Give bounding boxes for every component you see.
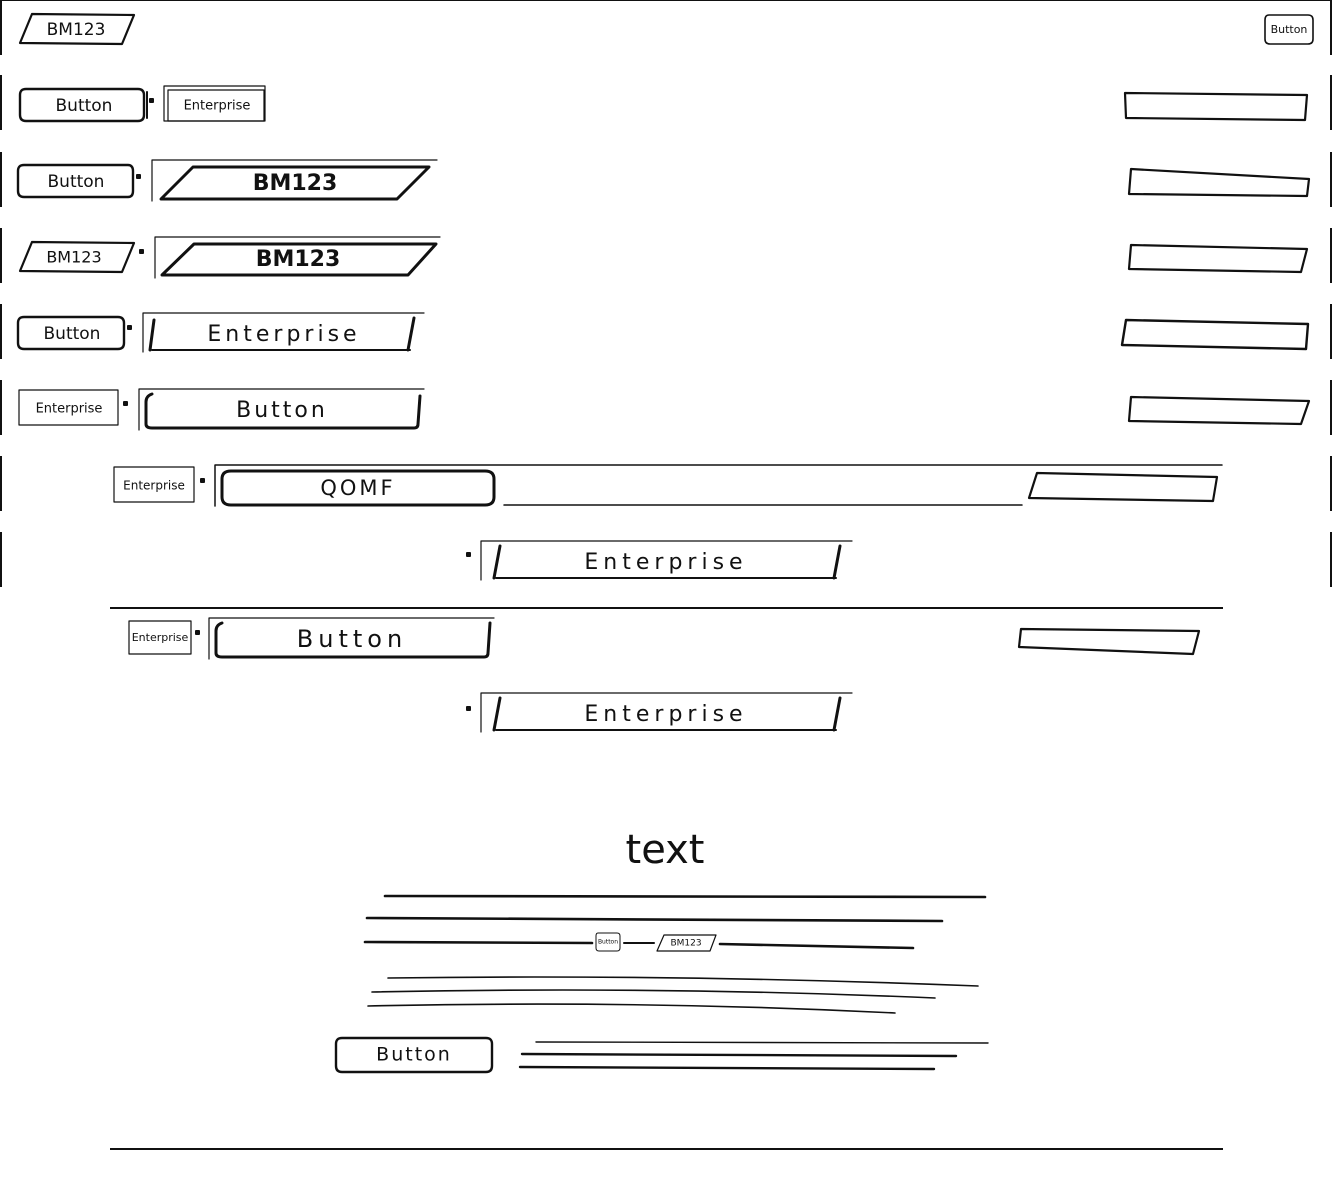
- article-footer-button-label: Button: [376, 1044, 452, 1066]
- text-line: [365, 916, 944, 923]
- text-line: [535, 1041, 989, 1044]
- row-5-button-box[interactable]: Button: [138, 388, 428, 432]
- panel-input[interactable]: [1017, 625, 1201, 656]
- row-edge-left: [0, 75, 2, 130]
- article-inline-button-label: Button: [598, 939, 618, 946]
- panel-bottom-border: [110, 1148, 1223, 1150]
- row-6-qomf-button[interactable]: QOMF: [219, 469, 497, 507]
- row-2-logo-box[interactable]: BM123: [151, 159, 439, 203]
- row-3-big-label: BM123: [256, 247, 341, 272]
- panel-small-label: Enterprise: [132, 631, 189, 644]
- row-edge-right: [1330, 75, 1332, 130]
- row-7-enterprise-box[interactable]: Enterprise: [480, 540, 854, 582]
- article-footer-text-lines: [516, 1036, 996, 1076]
- row-edge-right: [1330, 532, 1332, 587]
- row-1-small-label: Button: [56, 96, 113, 116]
- row-1-enterprise-box[interactable]: Enterprise: [163, 85, 267, 123]
- row-3-small-label: BM123: [46, 248, 101, 267]
- frame-top-border: [0, 0, 1332, 1]
- article-inline-button[interactable]: Button: [595, 932, 621, 952]
- row-edge-left: [0, 456, 2, 511]
- panel-enterprise-small[interactable]: Enterprise: [128, 620, 194, 656]
- row-edge-right: [1330, 380, 1332, 435]
- row-2-input[interactable]: [1127, 167, 1311, 198]
- bullet-dot: [200, 478, 205, 483]
- text-line: [718, 942, 915, 950]
- row-6-container: [214, 464, 1224, 508]
- bullet-dot: [127, 325, 132, 330]
- row-6-input[interactable]: [1027, 471, 1219, 503]
- logo-parallelogram: BM123: [18, 12, 136, 46]
- row-4-enterprise-box[interactable]: Enterprise: [142, 312, 426, 354]
- row-3-logo-box[interactable]: BM123: [154, 236, 442, 280]
- row-edge-right: [1330, 152, 1332, 207]
- bullet-dot: [149, 98, 154, 103]
- header-button-label: Button: [1271, 23, 1308, 36]
- bullet-dot: [123, 401, 128, 406]
- row-5-small-label: Enterprise: [36, 402, 103, 417]
- bullet-dot: [139, 249, 144, 254]
- row-edge-left: [0, 228, 2, 283]
- row-5-input[interactable]: [1127, 395, 1311, 426]
- row-1-input[interactable]: [1122, 91, 1309, 122]
- bullet-dot: [466, 552, 471, 557]
- row-5-big-label: Button: [236, 398, 328, 423]
- logo[interactable]: BM123: [18, 12, 136, 46]
- row-7-big-label: Enterprise: [584, 550, 747, 575]
- bullet-dot: [195, 630, 200, 635]
- row-4-small-button[interactable]: Button: [16, 314, 128, 352]
- article-heading-wrap: text: [560, 826, 770, 876]
- row-1-small-button[interactable]: Button: [18, 86, 148, 124]
- row-edge-right: [1330, 456, 1332, 511]
- panel-button-box[interactable]: Button: [208, 617, 498, 661]
- row-3-small-logo[interactable]: BM123: [18, 240, 136, 274]
- frame-edge-left: [0, 0, 2, 55]
- bullet-dot: [136, 174, 141, 179]
- row-edge-left: [0, 152, 2, 207]
- article-text-lines: [360, 888, 1000, 1028]
- header-button[interactable]: Button: [1263, 13, 1315, 46]
- text-line: [363, 940, 594, 945]
- text-line: [371, 989, 936, 999]
- text-line: [383, 894, 987, 899]
- row-2-small-button[interactable]: Button: [16, 162, 136, 200]
- article-inline-logo[interactable]: BM123: [656, 934, 718, 952]
- row-edge-right: [1330, 304, 1332, 359]
- row-5-enterprise-small[interactable]: Enterprise: [18, 389, 122, 427]
- article-heading: text: [626, 827, 705, 873]
- panel-top-border: [110, 607, 1223, 609]
- row-6-big-label: QOMF: [320, 476, 395, 500]
- panel-second-label: Enterprise: [584, 702, 747, 727]
- frame-edge-right: [1330, 0, 1332, 55]
- row-6-enterprise-small[interactable]: Enterprise: [113, 466, 197, 504]
- row-3-input[interactable]: [1127, 243, 1311, 274]
- panel-second-enterprise-box[interactable]: Enterprise: [480, 692, 854, 734]
- row-edge-right: [1330, 228, 1332, 283]
- panel-big-label: Button: [297, 625, 407, 653]
- row-4-small-label: Button: [44, 324, 101, 344]
- row-edge-left: [0, 380, 2, 435]
- text-line: [367, 1003, 896, 1014]
- row-edge-left: [0, 532, 2, 587]
- logo-label: BM123: [47, 20, 106, 40]
- row-4-input[interactable]: [1120, 318, 1312, 351]
- text-line: [518, 1065, 936, 1071]
- row-6-small-label: Enterprise: [123, 479, 185, 493]
- article-footer-button[interactable]: Button: [334, 1036, 496, 1074]
- row-1-big-label: Enterprise: [184, 99, 251, 114]
- bullet-dot: [466, 706, 471, 711]
- row-2-big-label: BM123: [253, 171, 338, 196]
- article-inline-logo-label: BM123: [670, 939, 701, 949]
- row-2-small-label: Button: [48, 172, 105, 192]
- row-4-big-label: Enterprise: [207, 322, 360, 347]
- text-line: [387, 976, 979, 987]
- row-edge-left: [0, 304, 2, 359]
- text-line: [520, 1052, 958, 1058]
